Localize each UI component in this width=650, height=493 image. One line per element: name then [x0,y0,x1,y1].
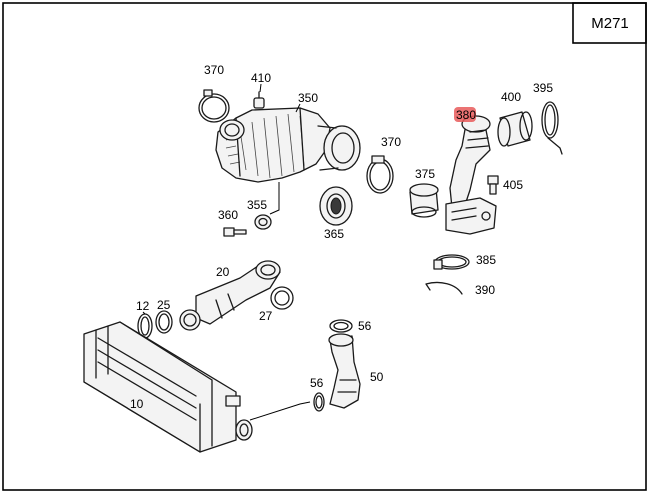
callout-375[interactable]: 375 [415,167,435,181]
callout-50[interactable]: 50 [370,370,384,384]
callout-410[interactable]: 410 [251,71,271,85]
seal-ring-27[interactable] [270,286,294,310]
callout-370-a[interactable]: 370 [204,63,224,77]
callout-360[interactable]: 360 [218,208,238,222]
charge-air-hose-20[interactable] [179,260,281,331]
fitting-410[interactable] [253,91,265,109]
callout-380-highlight [454,107,476,122]
intake-pipe-380[interactable] [445,115,497,235]
callout-390[interactable]: 390 [475,283,495,297]
seal-ring-365[interactable] [319,186,353,226]
callout-20[interactable]: 20 [216,265,230,279]
spring-clip-390[interactable] [425,281,463,295]
callout-25[interactable]: 25 [157,298,171,312]
model-code: M271 [591,15,629,32]
callout-365[interactable]: 365 [324,227,344,241]
air-duct-housing-350[interactable] [215,107,361,183]
callout-400[interactable]: 400 [501,90,521,104]
seal-ring-25[interactable] [155,310,173,334]
bolt-360[interactable] [223,227,247,237]
connector-375[interactable] [409,183,439,218]
charge-air-hose-50[interactable] [328,333,361,409]
callout-370-b[interactable]: 370 [381,135,401,149]
hose-clamp-370-b[interactable] [366,155,394,194]
hose-clamp-385[interactable] [433,254,470,270]
callout-10[interactable]: 10 [130,397,144,411]
grommet-355[interactable] [254,214,272,230]
callout-350[interactable]: 350 [298,91,318,105]
callout-56-a[interactable]: 56 [358,319,372,333]
intercooler-10[interactable] [83,321,253,453]
bolt-405[interactable] [487,175,499,195]
callout-355[interactable]: 355 [247,198,267,212]
hose-clamp-395[interactable] [541,101,563,155]
seal-ring-56-a[interactable] [329,319,353,333]
hose-400[interactable] [497,111,533,147]
callout-405[interactable]: 405 [503,178,523,192]
callout-385[interactable]: 385 [476,253,496,267]
callout-395[interactable]: 395 [533,81,553,95]
hose-clamp-370-a[interactable] [198,89,230,123]
model-box [572,2,647,44]
callout-380[interactable]: 380 [456,108,476,122]
seal-ring-56-b[interactable] [313,392,325,412]
callout-56-b[interactable]: 56 [310,376,324,390]
callout-27[interactable]: 27 [259,309,273,323]
callout-12[interactable]: 12 [136,299,150,313]
